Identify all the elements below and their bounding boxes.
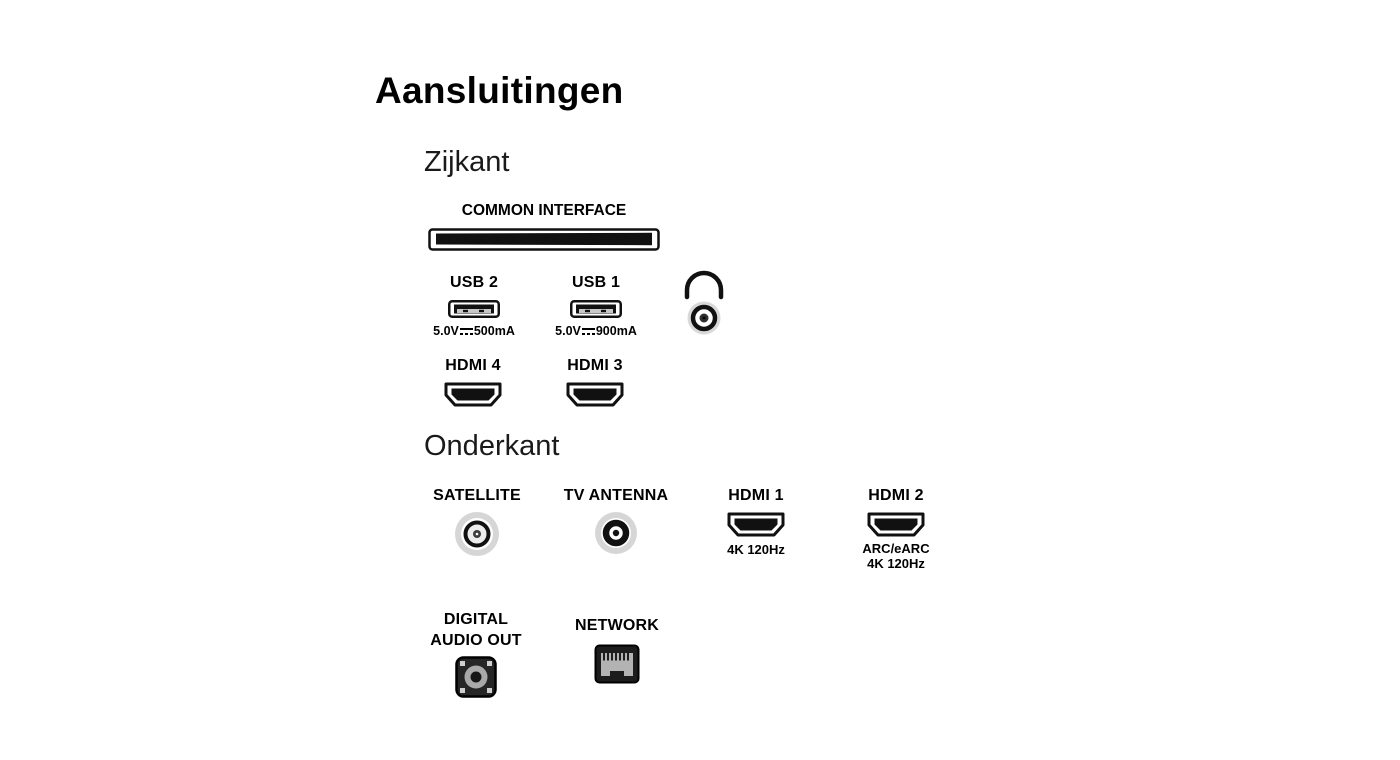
hdmi4-label: HDMI 4 [445,357,501,374]
headphones-port [676,268,732,336]
page-title: Aansluitingen [375,70,624,111]
hdmi1-spec: 4K 120Hz [727,542,785,557]
hdmi3-port: HDMI 3 [545,357,645,407]
hdmi3-label: HDMI 3 [567,357,623,374]
satellite-connector-icon [455,512,499,556]
common-interface-slot-icon [428,228,660,251]
usb-port-icon [448,300,500,318]
usb1-voltage: 5.0V [555,324,581,338]
usb2-voltage: 5.0V [433,324,459,338]
hdmi2-spec-4k: 4K 120Hz [867,556,925,571]
hdmi-port-icon [444,382,502,407]
antenna-connector-icon [595,512,637,554]
usb2-current: 500mA [473,324,515,338]
usb1-port: USB 1 5.0V 900mA [542,274,650,338]
network-label: NETWORK [574,617,660,634]
usb2-label: USB 2 [449,274,499,291]
usb2-port: USB 2 5.0V 500mA [420,274,528,338]
digital-audio-out-port: DIGITAL AUDIO OUT [416,609,536,698]
hdmi-port-icon [566,382,624,407]
common-interface-port: COMMON INTERFACE [428,202,660,251]
optical-audio-icon [455,656,497,698]
digital-audio-out-label-line2: AUDIO OUT [430,632,522,649]
hdmi1-label: HDMI 1 [728,487,784,504]
hdmi4-port: HDMI 4 [423,357,523,407]
hdmi1-port: HDMI 1 4K 120Hz [706,487,806,557]
network-port: NETWORK [567,617,667,684]
usb2-spec: 5.0V 500mA [433,324,515,338]
hdmi-port-icon [727,512,785,537]
section-heading-side: Zijkant [424,146,510,178]
satellite-port: SATELLITE [427,487,527,558]
headphones-icon [684,270,724,335]
digital-audio-out-label-line1: DIGITAL [443,611,509,628]
usb1-spec: 5.0V 900mA [555,324,637,338]
dc-symbol-icon [459,327,473,336]
hdmi2-spec-arc: ARC/eARC [862,541,930,556]
hdmi2-label: HDMI 2 [868,487,924,504]
dc-symbol-icon [581,327,595,336]
section-heading-bottom: Onderkant [424,430,560,462]
common-interface-label: COMMON INTERFACE [461,202,627,219]
ethernet-port-icon [594,644,640,684]
tv-antenna-label: TV ANTENNA [563,487,669,504]
hdmi-port-icon [867,512,925,537]
tv-antenna-port: TV ANTENNA [556,487,676,556]
usb-port-icon [570,300,622,318]
hdmi2-port: HDMI 2 ARC/eARC 4K 120Hz [846,487,946,571]
satellite-label: SATELLITE [433,487,521,504]
usb1-current: 900mA [595,324,637,338]
usb1-label: USB 1 [571,274,621,291]
